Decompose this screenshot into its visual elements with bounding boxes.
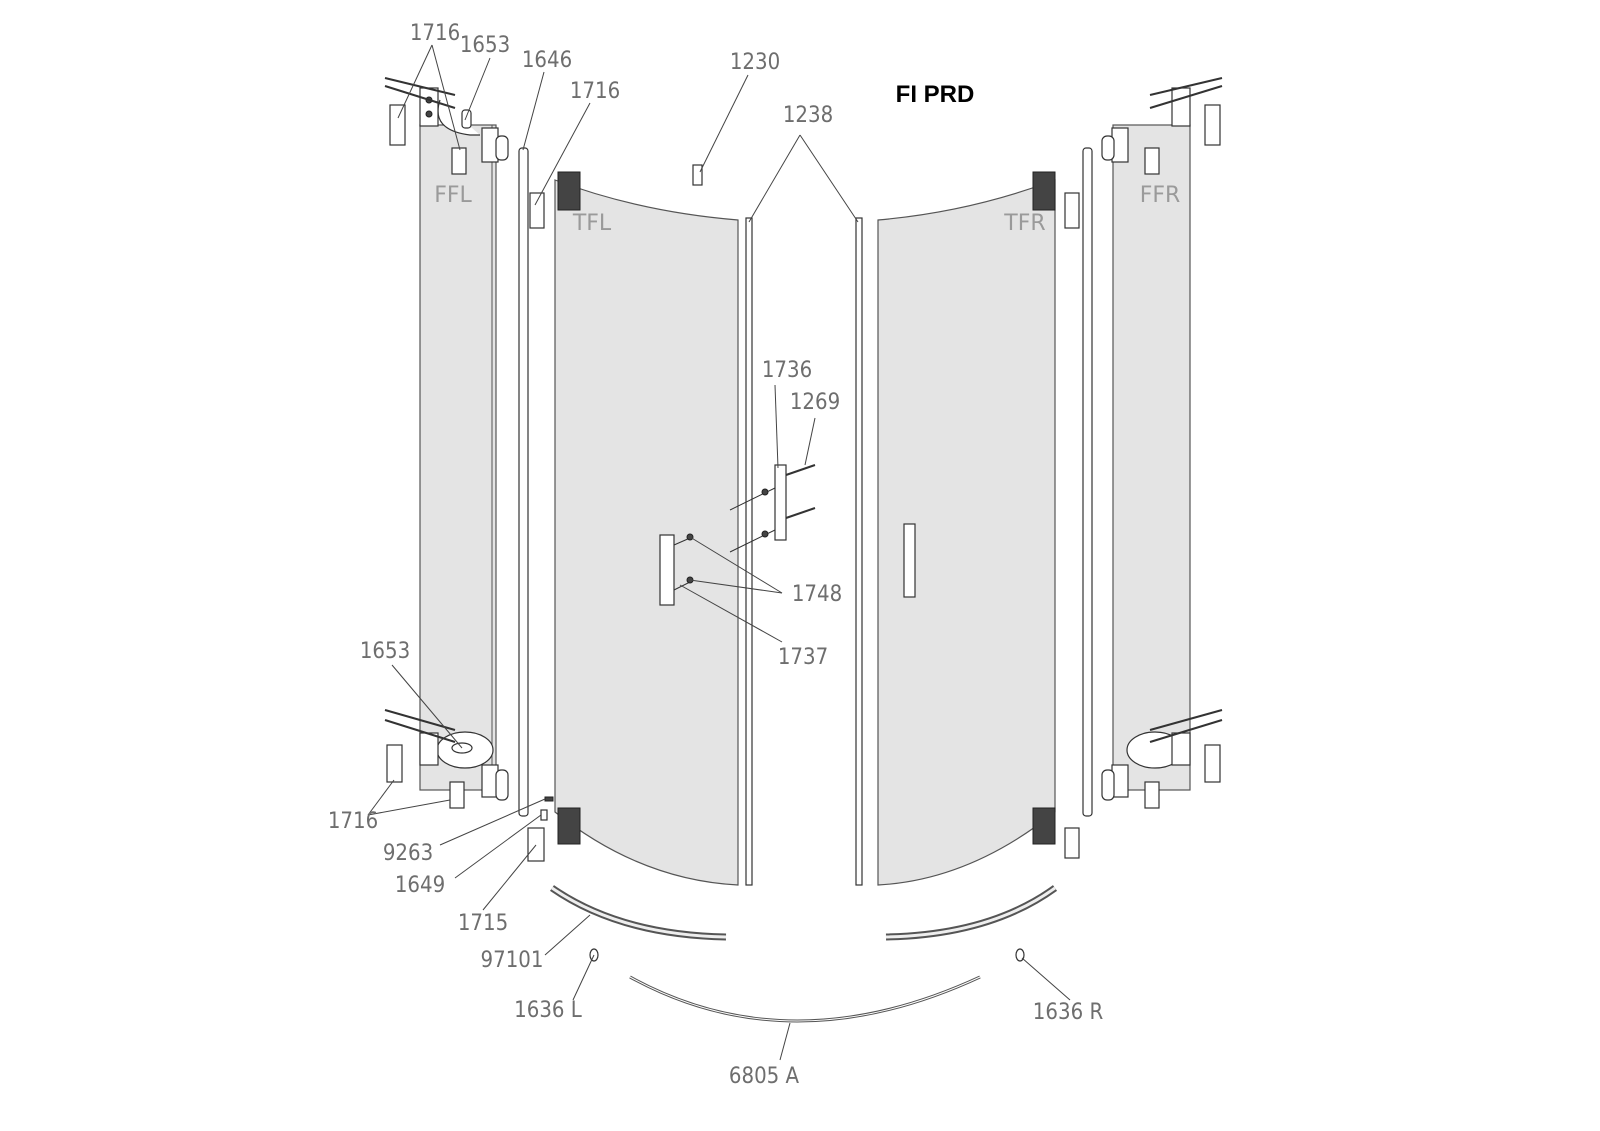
bottom-rail-left: [550, 885, 727, 941]
part-label: 1636 R: [1033, 1000, 1104, 1025]
cap-1716: [529, 192, 545, 229]
cap-right: [1064, 192, 1080, 229]
part-label: 1736: [762, 358, 812, 383]
part-label: 1716: [570, 79, 620, 104]
door-panel-right: [877, 171, 1056, 886]
part-label: 1748: [792, 582, 842, 607]
diagram-title: FI PRD: [896, 81, 975, 108]
door-panel-left: [554, 171, 739, 886]
part-label: 1716: [328, 809, 378, 834]
part-label: 1646: [522, 48, 572, 73]
leader-lines: [367, 44, 1071, 1061]
handle-exploded: [729, 464, 816, 553]
part-label: 1653: [360, 639, 410, 664]
part-1230: [692, 164, 703, 186]
part-label: 6805 A: [729, 1064, 800, 1089]
part-label: 1715: [458, 911, 508, 936]
part-label: 97101: [481, 948, 544, 973]
part-label: 1636 L: [514, 998, 582, 1023]
part-label: 1269: [790, 390, 840, 415]
part-label: 1649: [395, 873, 445, 898]
part-label: 1238: [783, 103, 833, 128]
part-label: 1653: [460, 33, 510, 58]
part-label: 1716: [410, 21, 460, 46]
part-label: 9263: [383, 841, 433, 866]
panel-code-tfl: TFL: [572, 211, 612, 236]
part-label: 1230: [730, 50, 780, 75]
panel-code-tfr: TFR: [1003, 211, 1045, 236]
part-1649: [540, 809, 548, 821]
fixed-panel-left: [384, 77, 509, 809]
wall-profile-left: [518, 147, 529, 817]
part-9263: [544, 796, 554, 802]
wall-profile-right: [1082, 147, 1093, 817]
seal-left: [745, 217, 753, 886]
panel-code-ffl: FFL: [434, 183, 472, 208]
bottom-rail-right: [885, 885, 1058, 941]
bottom-seal-6805: [629, 975, 981, 1023]
fixed-panel-right: [1101, 77, 1223, 809]
panel-code-ffr: FFR: [1140, 183, 1181, 208]
cap-right-bottom: [1064, 827, 1080, 859]
part-1715: [527, 827, 545, 862]
part-label: 1737: [778, 645, 828, 670]
seal-right: [855, 217, 863, 886]
